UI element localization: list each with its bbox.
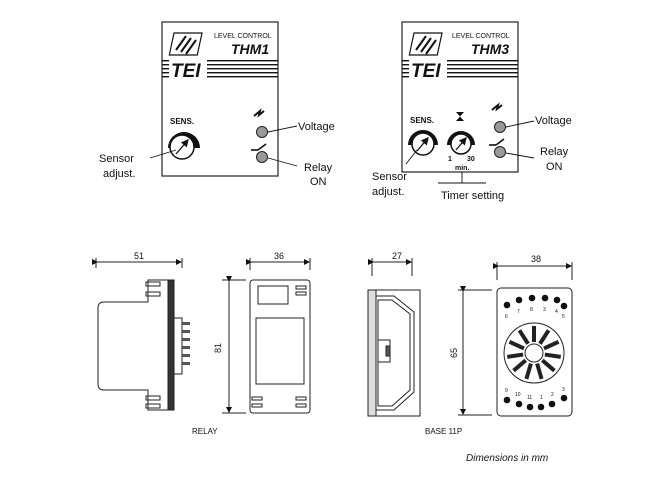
base-pin-label: 3 <box>562 387 565 393</box>
socket-contact <box>544 352 562 359</box>
relay-front-view <box>222 258 311 414</box>
hourglass-icon <box>456 112 464 121</box>
thm3-voltage-led <box>494 121 506 133</box>
base-pin <box>515 296 523 304</box>
thm1-relay-led <box>256 151 268 163</box>
thm3-sens-label: SENS. <box>410 116 434 125</box>
thm1-relay-label-line1: Relay <box>304 162 333 174</box>
thm1-model-text: THM1 <box>231 41 269 57</box>
base-front-view <box>458 262 573 417</box>
thm3-relay-label-line2: ON <box>546 161 563 173</box>
base-pin <box>548 400 556 408</box>
base-pin <box>553 296 561 304</box>
base-width-dim: 27 <box>392 251 402 261</box>
socket-contact <box>541 358 556 373</box>
thm3-timer-min-label: 1 <box>448 156 452 163</box>
base-pins-top: 6 7 8 3 4 5 <box>503 294 568 320</box>
base-pin <box>503 301 511 309</box>
relay-contact-icon <box>251 143 267 151</box>
thm3-sensor-label-line1: Sensor <box>372 171 407 183</box>
relay-contact-icon <box>489 138 505 146</box>
relay-depth-dim: 36 <box>274 251 284 261</box>
thm3-relay-led <box>494 146 506 158</box>
thm1-sens-label: SENS. <box>170 117 194 126</box>
base-pin <box>503 396 511 404</box>
thm1-voltage-led <box>256 126 268 138</box>
socket-contact <box>524 362 533 380</box>
thm3-level-control-text: LEVEL CONTROL <box>452 33 510 40</box>
thm3-brand-band: TEI <box>402 59 518 82</box>
base-pin-label: 9 <box>505 388 508 394</box>
socket-contact <box>506 352 524 359</box>
base-pin-label: 3 <box>543 307 546 313</box>
thm3-timer-unit-label: min. <box>455 165 469 172</box>
base-pin-label: 5 <box>562 314 565 320</box>
socket-contact <box>508 339 525 351</box>
socket-contact <box>535 362 544 380</box>
thm1-brand-text: TEI <box>171 61 201 82</box>
base-pin-label: 6 <box>505 314 508 320</box>
base-pin-label: 7 <box>517 309 520 315</box>
base-pin <box>537 403 545 411</box>
relay-height-dim: 81 <box>213 343 223 353</box>
base-pin-label: 4 <box>555 309 558 315</box>
dimensions-note: Dimensions in mm <box>466 453 548 464</box>
relay-label: RELAY <box>192 427 218 436</box>
relay-side-view <box>92 258 190 411</box>
thm3-logo <box>408 32 443 56</box>
base-pin <box>515 400 523 408</box>
thm1-brand-band: TEI <box>162 59 278 82</box>
socket-contact <box>538 329 551 345</box>
socket-contact <box>543 339 560 351</box>
thm3-voltage-label: Voltage <box>535 115 572 127</box>
base-pin <box>541 294 549 302</box>
lightning-icon <box>491 102 503 112</box>
base-pins-bottom: 9 10 11 1 2 3 <box>503 387 568 411</box>
base-pin-label: 2 <box>551 392 554 398</box>
thm1-front-panel: LEVEL CONTROL THM1 TEI SENS. <box>161 21 279 177</box>
thm3-sensor-label-line2: adjust. <box>372 186 404 198</box>
base-side-view <box>367 258 421 417</box>
base-height-dim: 65 <box>449 348 459 358</box>
base-depth-dim: 38 <box>531 254 541 264</box>
thm1-logo <box>168 32 203 56</box>
thm3-sensor-knob[interactable] <box>408 130 438 156</box>
base-pin <box>526 403 534 411</box>
thm3-timer-setting-label: Timer setting <box>441 190 504 202</box>
thm1-level-control-text: LEVEL CONTROL <box>214 33 272 40</box>
thm1-sensor-label-line1: Sensor <box>99 153 134 165</box>
base-pin <box>528 294 536 302</box>
base-pin-label: 8 <box>530 307 533 313</box>
socket-contact <box>517 329 530 345</box>
base-label: BASE 11P <box>425 427 462 436</box>
thm3-brand-text: TEI <box>411 61 441 82</box>
thm3-relay-label-line1: Relay <box>540 146 569 158</box>
base-pin-label: 10 <box>515 392 521 398</box>
base-pin <box>560 394 568 402</box>
thm1-sensor-knob[interactable] <box>168 132 200 160</box>
base-socket-spokes <box>506 326 562 380</box>
thm1-relay-label-line2: ON <box>310 176 327 188</box>
lightning-icon <box>253 108 265 118</box>
base-pin <box>560 302 568 310</box>
socket-contact <box>512 358 527 373</box>
relay-width-dim: 51 <box>134 251 144 261</box>
thm3-timer-max-label: 30 <box>467 156 475 163</box>
base-pin-label: 1 <box>540 395 543 401</box>
thm3-timer-knob[interactable] <box>447 131 475 155</box>
thm3-model-text: THM3 <box>471 41 509 57</box>
thm1-sensor-label-line2: adjust. <box>103 168 135 180</box>
thm1-voltage-label: Voltage <box>298 121 335 133</box>
base-pin-label: 11 <box>527 395 532 401</box>
thm3-front-panel: LEVEL CONTROL THM3 TEI SENS. 1 30 min. <box>401 21 519 173</box>
